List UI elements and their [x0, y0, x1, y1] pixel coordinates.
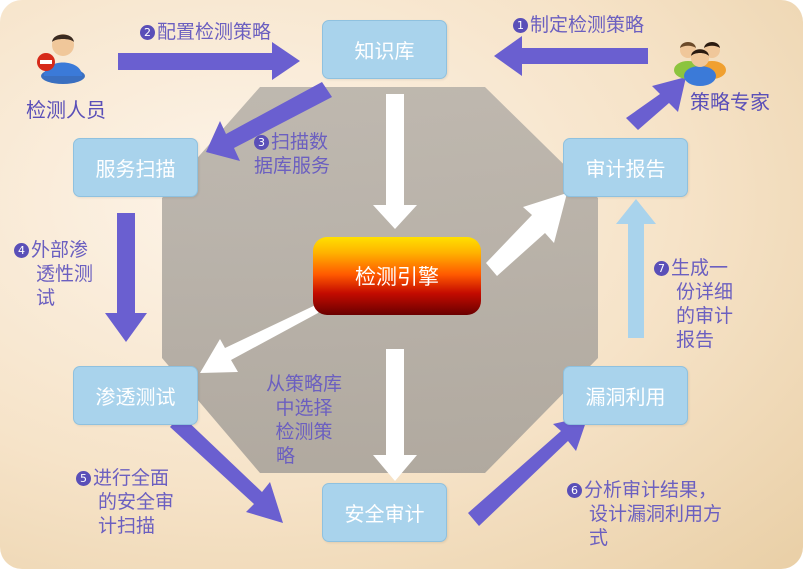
group-of-people-icon: [674, 42, 726, 86]
step-4-line-3: 试: [36, 287, 56, 309]
arrow-full-audit-scan: [170, 415, 283, 523]
step-2-text: 配置检测策略: [157, 21, 272, 43]
step-7-line-3: 的审计: [676, 305, 734, 327]
step-7-number: 7: [654, 261, 669, 276]
step-3-line-2: 据库服务: [254, 155, 331, 177]
step-7-line-2: 份详细: [676, 281, 734, 303]
role-strategy-expert: 策略专家: [690, 90, 770, 114]
arrow-engine-to-report: [486, 193, 567, 276]
arrow-report-to-expert: [626, 77, 686, 130]
arrow-scan-db: [206, 82, 332, 161]
arrow-engine-to-audit: [373, 349, 417, 481]
step-5-number: 5: [76, 471, 91, 486]
arrow-analyze-results: [468, 416, 588, 526]
role-tester: 检测人员: [26, 98, 106, 122]
arrow-external-pen-test: [105, 213, 147, 342]
step-2-number: 2: [140, 25, 155, 40]
arrow-engine-to-pentest: [200, 301, 324, 373]
step-4-number: 4: [14, 243, 29, 258]
arrow-configure-strategy: [118, 42, 300, 80]
node-vuln-exploit[interactable]: 漏洞利用: [563, 366, 688, 425]
step-6-line-3: 式: [589, 527, 609, 549]
arrow-kb-to-engine: [373, 94, 417, 229]
center-note: 从策略库 中选择 检测策 略: [252, 372, 356, 468]
arrow-define-strategy: [494, 36, 648, 76]
step-6-number: 6: [567, 483, 582, 498]
step-5-line-3: 计扫描: [98, 515, 156, 537]
step-4-line-1: 外部渗: [31, 239, 89, 261]
step-1-text: 制定检测策略: [530, 14, 645, 36]
node-service-scan[interactable]: 服务扫描: [73, 138, 198, 197]
node-detection-engine[interactable]: 检测引擎: [313, 237, 481, 315]
node-penetration-test[interactable]: 渗透测试: [73, 366, 198, 425]
node-security-audit[interactable]: 安全审计: [322, 483, 447, 542]
node-audit-report[interactable]: 审计报告: [563, 138, 688, 197]
center-note-line-1: 从策略库: [265, 373, 342, 395]
person-with-no-entry-icon: [37, 34, 85, 84]
center-note-line-3: 检测策: [275, 421, 333, 443]
arrow-generate-report: [616, 199, 656, 338]
step-7-line-1: 生成一: [671, 257, 729, 279]
step-7-line-4: 报告: [676, 329, 715, 351]
center-note-line-2: 中选择: [275, 397, 333, 419]
step-6-line-1: 分析审计结果，: [584, 479, 718, 501]
center-note-line-4: 略: [276, 445, 296, 467]
node-knowledge-base[interactable]: 知识库: [322, 20, 447, 79]
step-1-number: 1: [513, 18, 528, 33]
step-6-line-2: 设计漏洞利用方: [589, 503, 723, 525]
step-5-line-2: 的安全审: [98, 491, 175, 513]
step-3-line-1: 扫描数: [271, 131, 329, 153]
step-4-line-2: 透性测: [36, 263, 94, 285]
step-5-line-1: 进行全面: [93, 467, 170, 489]
step-3-number: 3: [254, 135, 269, 150]
